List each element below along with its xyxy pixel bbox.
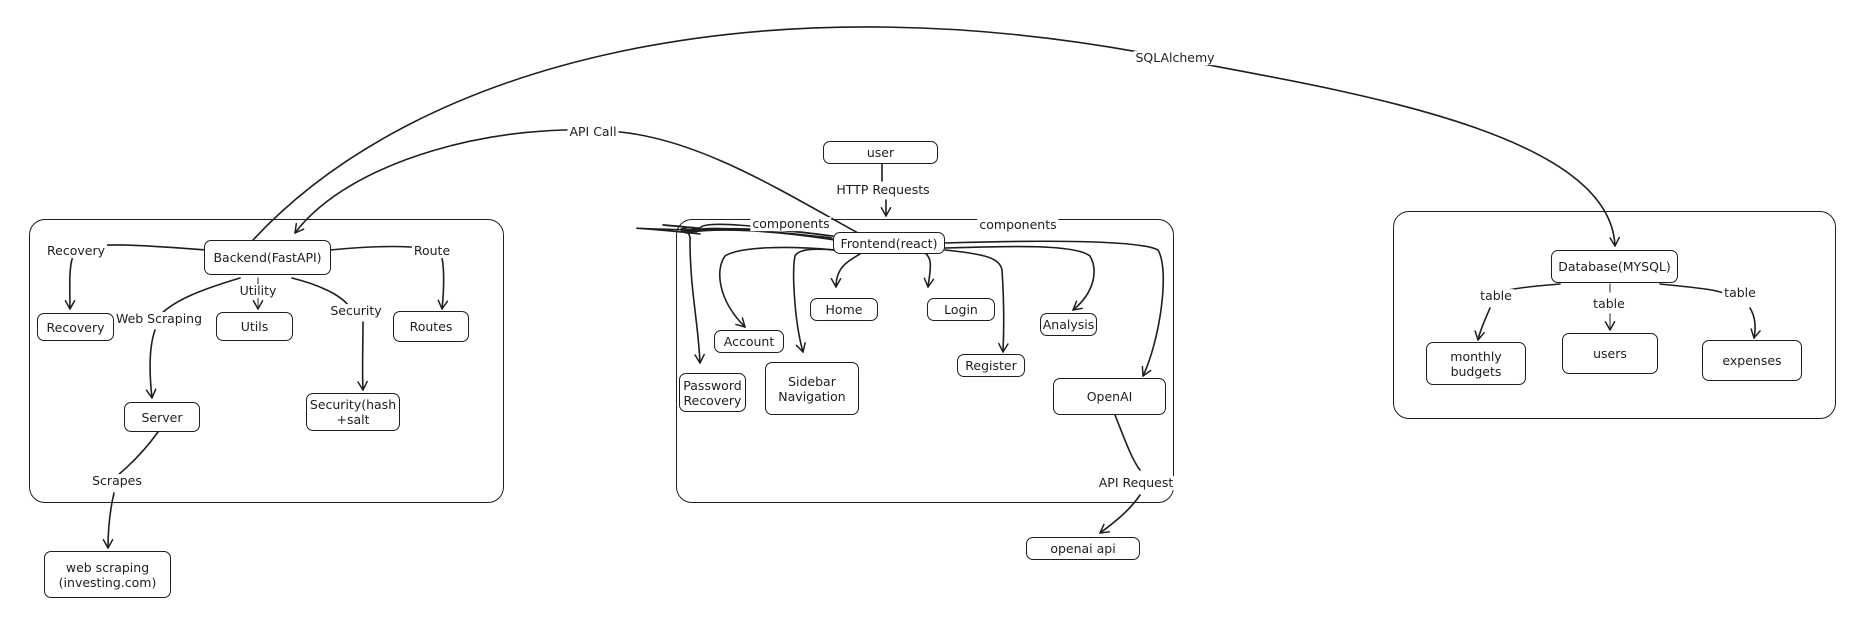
utils-node[interactable]: Utils [216, 312, 293, 341]
label-recovery: Recovery [45, 243, 107, 259]
frontend-group [676, 219, 1174, 503]
expenses-node[interactable]: expenses [1702, 340, 1802, 381]
routes-node[interactable]: Routes [393, 311, 469, 342]
security-node[interactable]: Security(hash +salt [306, 393, 400, 431]
account-node[interactable]: Account [714, 330, 784, 353]
database-node[interactable]: Database(MYSQL) [1551, 250, 1678, 283]
label-utility: Utility [237, 283, 279, 299]
frontend-node[interactable]: Frontend(react) [833, 232, 945, 254]
label-security: Security [328, 303, 384, 319]
label-api-request: API Request [1096, 475, 1176, 491]
user-node[interactable]: user [823, 141, 938, 164]
users-node[interactable]: users [1562, 333, 1658, 374]
password-recovery-node[interactable]: Password Recovery [679, 373, 746, 412]
server-node[interactable]: Server [124, 402, 200, 432]
login-node[interactable]: Login [927, 298, 995, 321]
edge-fe-password-arrow [695, 227, 834, 237]
edge-to-home [830, 253, 861, 288]
openai-api-node[interactable]: openai api [1026, 537, 1140, 560]
edge-sqlalchemy [252, 26, 1620, 247]
backend-node[interactable]: Backend(FastAPI) [204, 240, 331, 275]
edge-to-openai [944, 240, 1165, 377]
web-scraping-node[interactable]: web scraping (investing.com) [44, 551, 171, 598]
edge-scrapes [117, 431, 159, 476]
analysis-node[interactable]: Analysis [1040, 313, 1097, 336]
edge-to-account [719, 246, 836, 328]
label-table-3: table [1722, 285, 1758, 301]
database-group [1393, 211, 1836, 419]
label-table-1: table [1478, 288, 1514, 304]
label-components-left: components [750, 216, 832, 232]
edge-table-3-arrow [1749, 307, 1761, 339]
label-components-right: components [977, 217, 1059, 233]
label-table-2: table [1591, 296, 1627, 312]
label-http-requests: HTTP Requests [834, 182, 932, 198]
sidebar-navigation-node[interactable]: Sidebar Navigation [765, 362, 859, 415]
register-node[interactable]: Register [957, 354, 1025, 377]
monthly-budgets-node[interactable]: monthly budgets [1426, 342, 1526, 385]
label-sqlalchemy: SQLAlchemy [1133, 50, 1217, 66]
edge-to-sidebar [792, 248, 836, 353]
home-node[interactable]: Home [810, 298, 878, 321]
edge-to-analysis [944, 245, 1095, 311]
edge-web-scraping [159, 277, 241, 316]
edge-api-request-arrow [1099, 494, 1141, 534]
label-api-call: API Call [567, 124, 619, 140]
label-route: Route [411, 243, 453, 259]
backend-group [29, 219, 504, 503]
edge-api-request [1114, 414, 1141, 471]
recovery-node[interactable]: Recovery [37, 313, 114, 341]
label-web-scraping: Web Scraping [113, 311, 205, 327]
edge-security [291, 277, 349, 306]
edge-table-1-arrow [1474, 307, 1491, 341]
edge-web-scraping-down [145, 329, 157, 399]
edge-fe-password-main [688, 227, 833, 239]
edge-scrapes-down [102, 492, 115, 549]
openai-node[interactable]: OpenAI [1053, 378, 1166, 415]
edge-to-register [944, 249, 1009, 353]
label-scrapes: Scrapes [90, 473, 144, 489]
